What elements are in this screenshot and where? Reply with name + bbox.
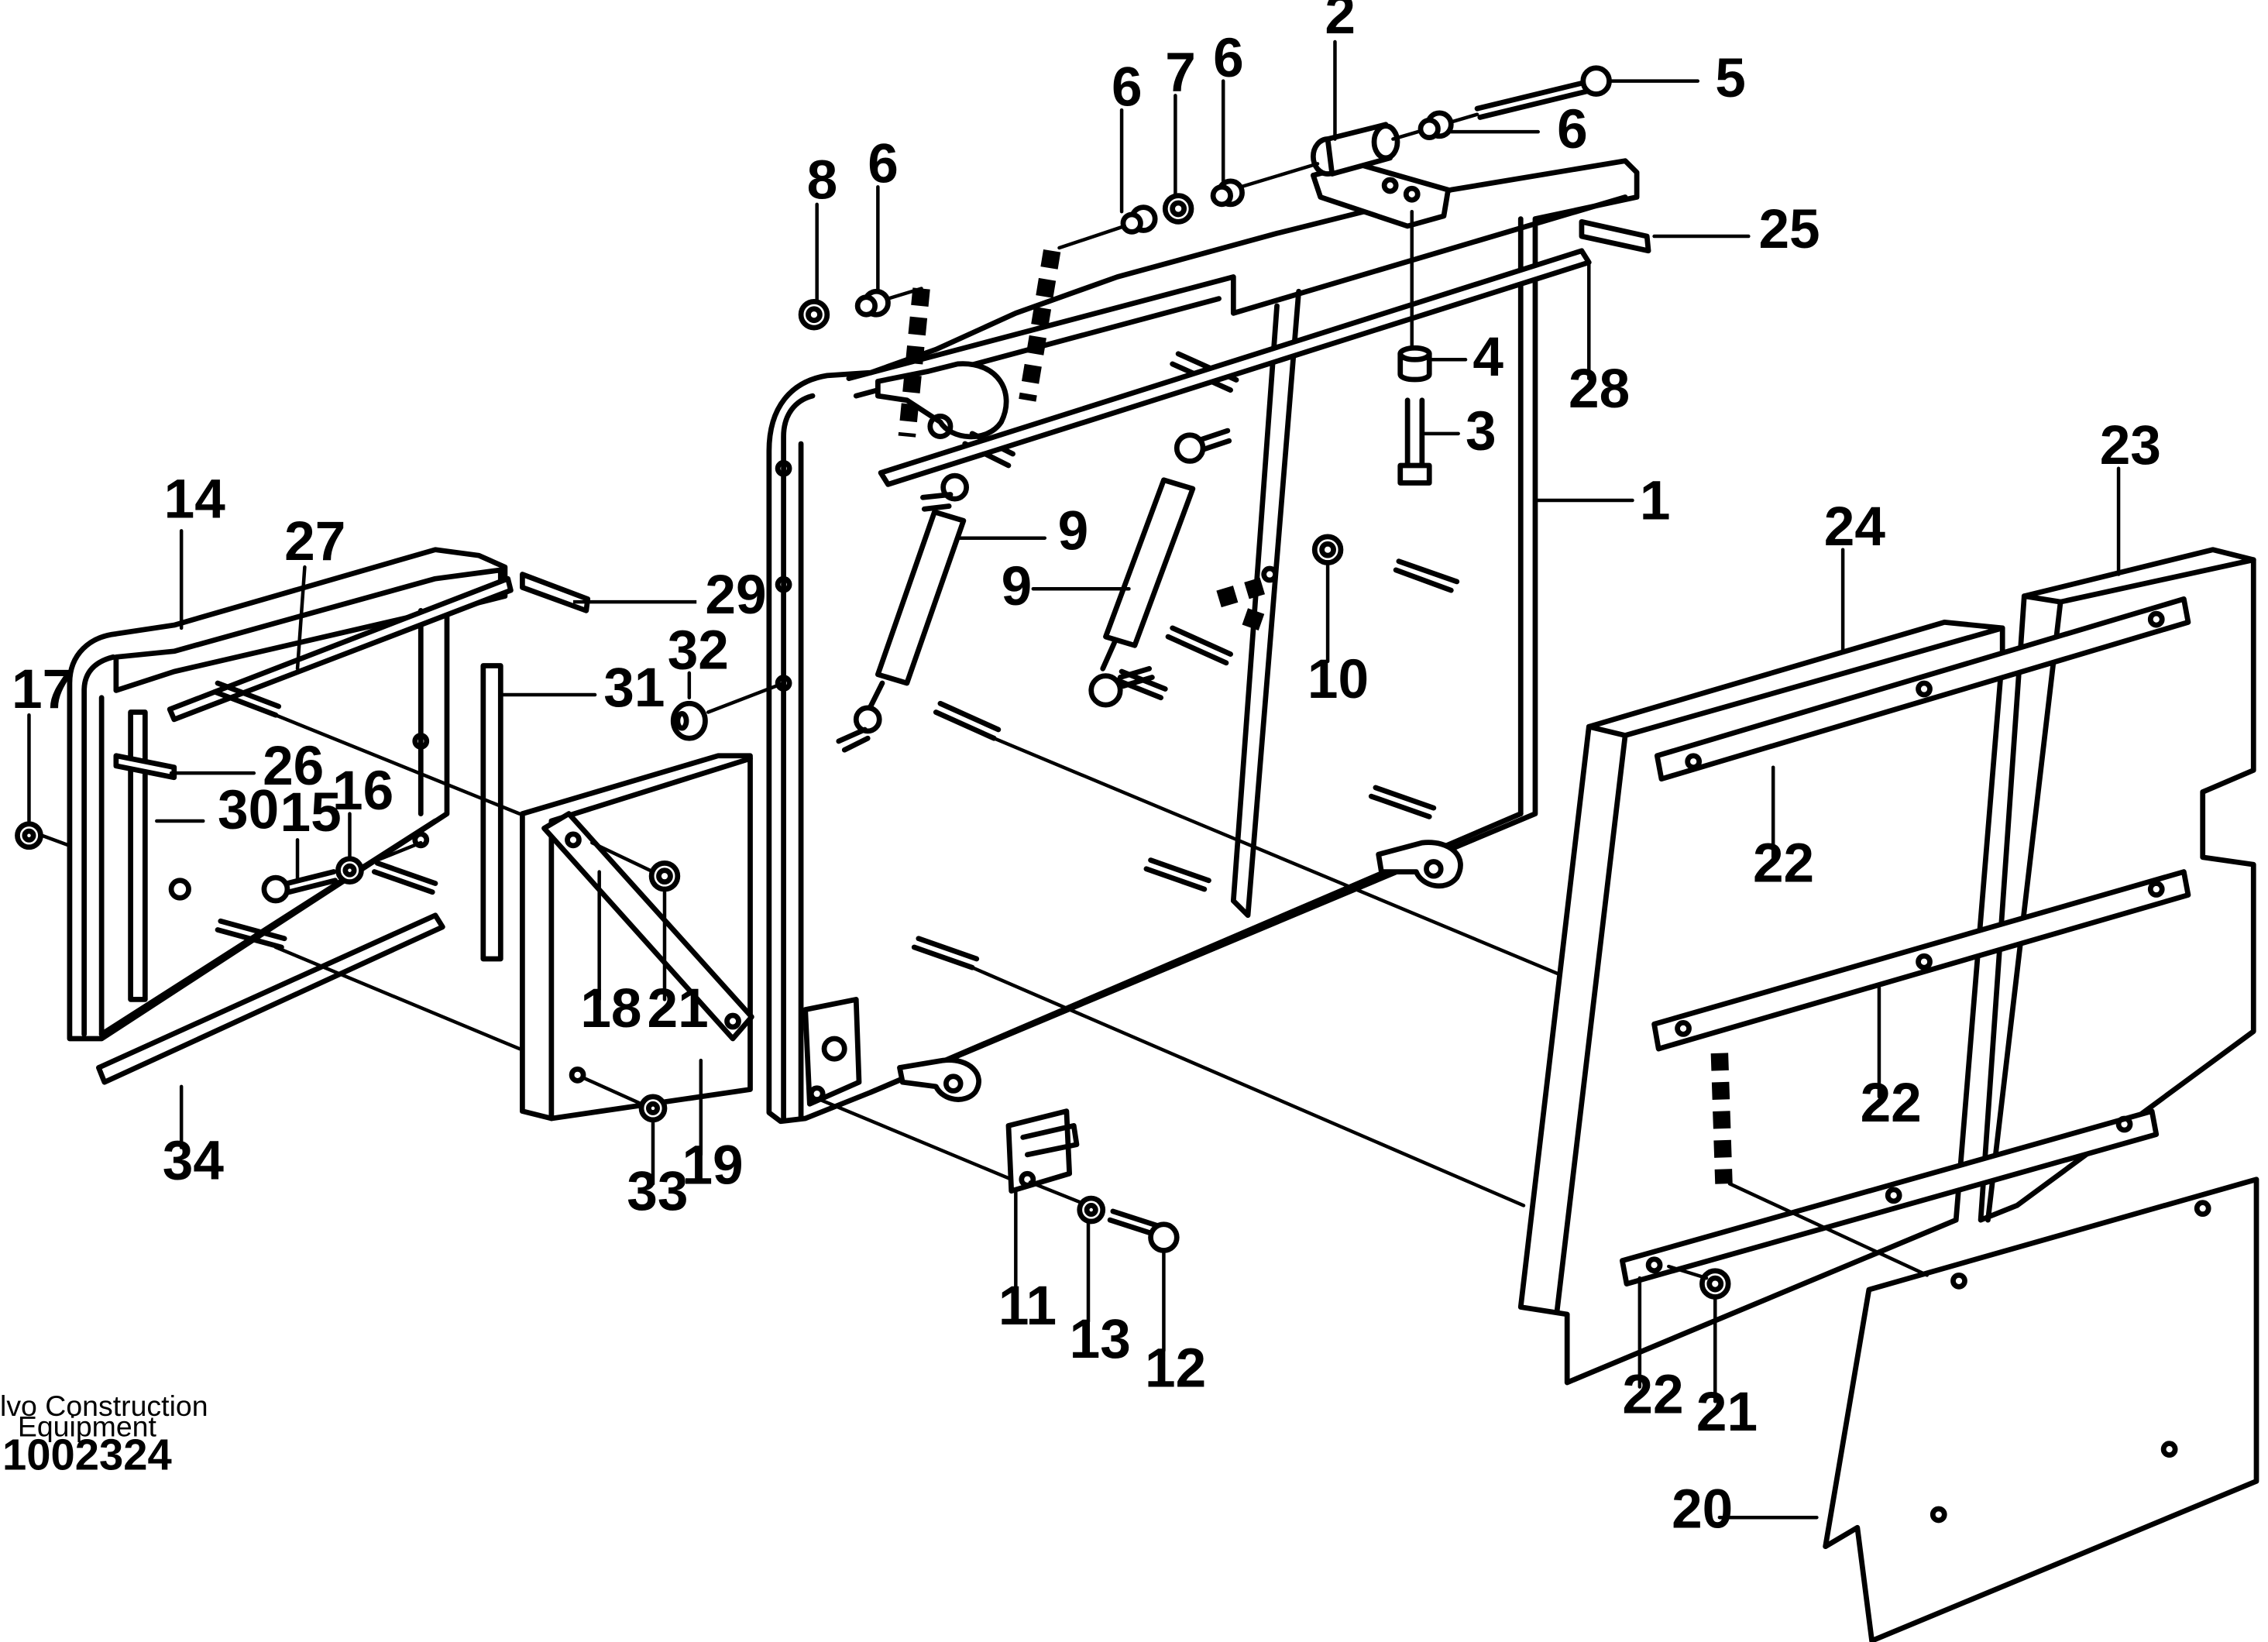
footer: Volvo Construction Equipment 1002324: [0, 1390, 208, 1479]
part-label-28: 28: [1569, 359, 1630, 420]
gas-spring-left: [836, 472, 970, 753]
part-label-19: 19: [682, 1135, 743, 1196]
washer-part-13: [1077, 1195, 1106, 1225]
part-label-18: 18: [580, 978, 641, 1039]
cover-plate-part-20: [1823, 1177, 2259, 1642]
part-label-7: 7: [1165, 43, 1196, 104]
part-label-29: 29: [705, 565, 766, 626]
spacer-part-32: [670, 700, 708, 741]
part-label-33: 33: [627, 1161, 688, 1222]
spacer-part-4: [1397, 345, 1432, 383]
hidden-line-right: [1710, 1053, 1733, 1184]
washer-part-33: [638, 1094, 668, 1123]
part-label-15: 15: [280, 782, 342, 843]
assembly-lines: [27, 40, 2121, 1520]
part-label-9: 9: [1058, 501, 1089, 562]
strip-part-29: [520, 572, 591, 613]
part-label-11: 11: [998, 1276, 1057, 1337]
company-name-line1: Volvo Construction: [0, 1390, 208, 1422]
nut-part-21-right: [1699, 1268, 1731, 1300]
part-label-22: 22: [1622, 1364, 1683, 1425]
part-label-6: 6: [868, 134, 899, 195]
company-name-line2: Equipment: [18, 1410, 157, 1442]
side-door-part-14: [67, 547, 514, 1085]
part-label-6: 6: [1557, 99, 1588, 160]
part-label-17: 17: [12, 659, 73, 720]
latch-part-11: [1005, 1108, 1080, 1194]
part-label-8: 8: [807, 149, 838, 211]
part-label-14: 14: [164, 469, 226, 530]
panel-part-23: [1978, 547, 2256, 1223]
part-label-4: 4: [1472, 327, 1503, 388]
part-label-25: 25: [1758, 199, 1820, 260]
part-label-24: 24: [1824, 496, 1886, 558]
part-label-32: 32: [668, 620, 729, 681]
bolt-part-15: [261, 869, 338, 904]
strip-part-31: [480, 663, 503, 962]
part-label-22: 22: [1753, 833, 1814, 895]
part-label-9: 9: [1002, 556, 1033, 617]
hidden-line-mid: [1019, 249, 1061, 402]
strip-part-25: [1579, 218, 1651, 254]
rails-part-22: [1620, 596, 2191, 1286]
part-label-13: 13: [1070, 1309, 1131, 1370]
washer-part-17: [15, 821, 43, 850]
washer-part-16: [335, 840, 423, 885]
part-label-12: 12: [1145, 1338, 1206, 1400]
part-label-22: 22: [1861, 1073, 1922, 1134]
drawing-number: 1002324: [2, 1430, 172, 1479]
part-label-31: 31: [603, 658, 665, 719]
part-label-30: 30: [218, 779, 279, 840]
bolt-part-12: [1107, 1208, 1180, 1253]
nut-part-10: [1216, 534, 1344, 634]
part-label-21: 21: [648, 978, 709, 1039]
part-label-5: 5: [1715, 48, 1746, 109]
part-label-26: 26: [263, 736, 324, 797]
part-label-6: 6: [1112, 57, 1143, 118]
part-label-27: 27: [284, 511, 345, 572]
bolt-part-3: [1397, 397, 1432, 486]
part-label-3: 3: [1466, 400, 1497, 462]
part-label-34: 34: [163, 1131, 225, 1192]
gas-spring-right: [1088, 428, 1232, 708]
nut-part-21-left: [648, 860, 681, 892]
part-label-10: 10: [1308, 649, 1369, 710]
part-label-23: 23: [2100, 415, 2161, 476]
part-label-1: 1: [1640, 470, 1671, 531]
part-label-20: 20: [1672, 1479, 1733, 1540]
hidden-line-left: [898, 287, 930, 438]
part-label-6: 6: [1213, 28, 1244, 89]
part-label-21: 21: [1696, 1382, 1758, 1443]
strip-part-26: [113, 753, 177, 781]
hinge-bracket-part-2: [1310, 122, 1451, 352]
part-label-2: 2: [1325, 0, 1356, 46]
washers-part-6-7: [798, 110, 1454, 331]
part-labels: 1 2 3 4 5 6 6 6 6 7 8 9 9 10 11 12 13 14…: [12, 0, 2161, 1540]
part-label-16: 16: [332, 761, 393, 822]
panel-part-19: [520, 753, 754, 1122]
